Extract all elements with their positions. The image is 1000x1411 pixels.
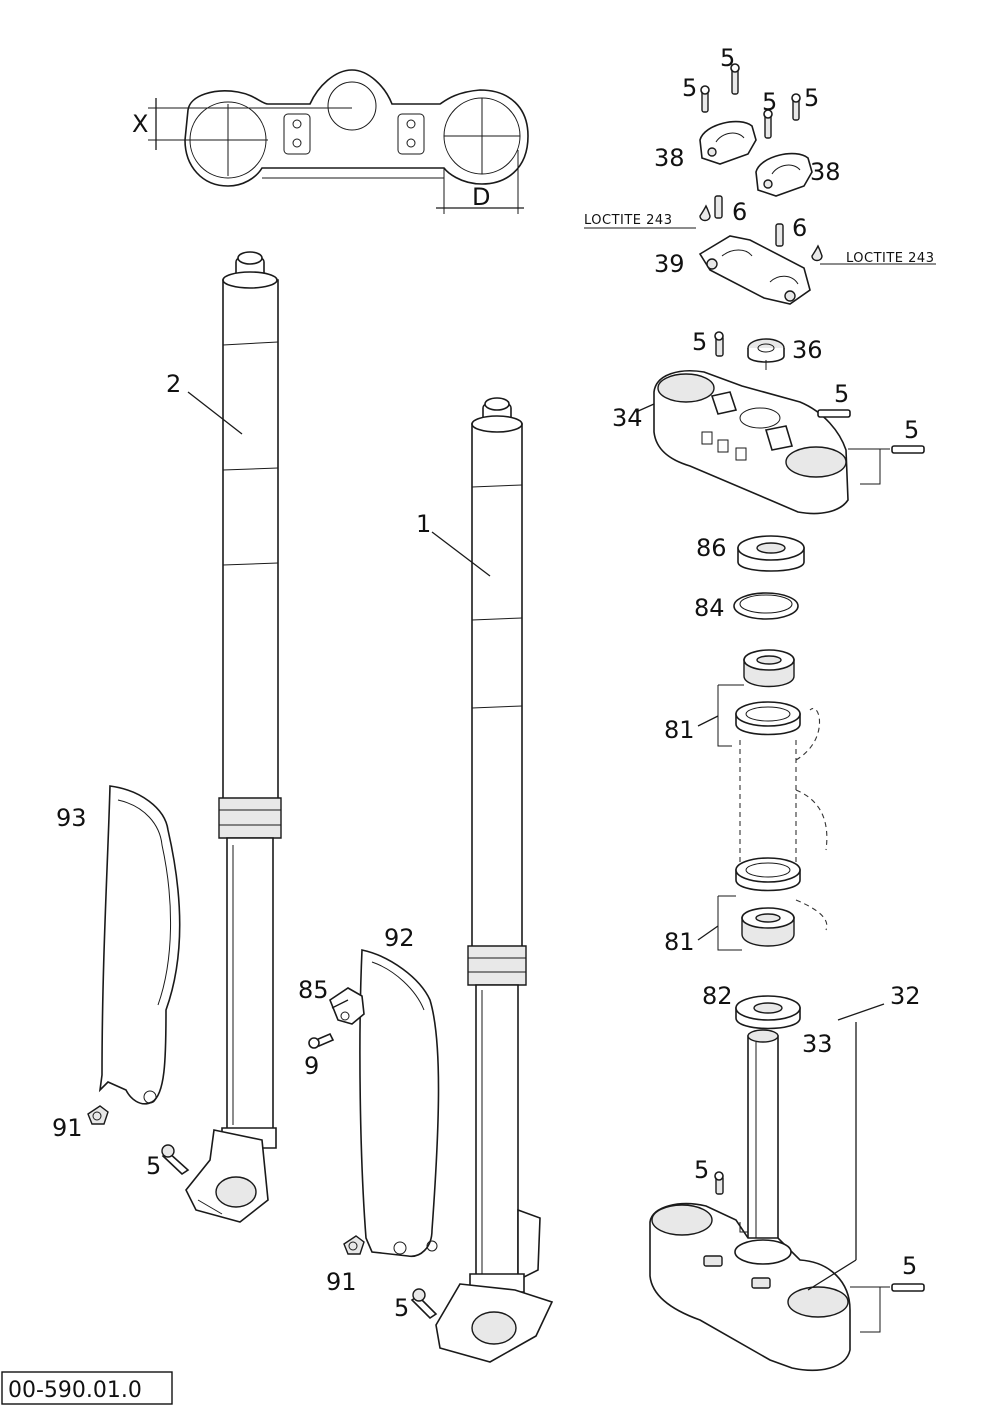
triple-clamp-dimension-detail: X D bbox=[132, 69, 529, 214]
seal-ring-82 bbox=[735, 995, 801, 1030]
callout-82: 82 bbox=[702, 982, 733, 1010]
callout-5-upper-clamp-side: 5 bbox=[834, 380, 849, 408]
loctite-drops bbox=[699, 204, 823, 262]
callout-1: 1 bbox=[416, 510, 431, 538]
top-nut-36 bbox=[747, 338, 785, 370]
fork-guard-92 bbox=[359, 949, 440, 1257]
callout-84: 84 bbox=[694, 594, 725, 622]
fork-leg-2 bbox=[185, 251, 282, 1223]
callout-38-left: 38 bbox=[654, 144, 685, 172]
o-ring-84 bbox=[733, 592, 799, 620]
handlebar-clamp-top-38-right bbox=[755, 152, 813, 197]
handlebar-clamp-screws-5 bbox=[700, 63, 801, 139]
callout-81-upper: 81 bbox=[664, 716, 695, 744]
handlebar-clamp-top-38-left bbox=[699, 120, 757, 165]
callout-91-right: 91 bbox=[326, 1268, 357, 1296]
dust-seal-86 bbox=[737, 535, 805, 572]
lower-triple-clamp-32 bbox=[649, 1022, 925, 1372]
leader-lines bbox=[187, 391, 885, 1291]
callout-5-left-fork: 5 bbox=[146, 1152, 161, 1180]
callout-2: 2 bbox=[166, 370, 181, 398]
callout-5-upper-clamp-pinch: 5 bbox=[904, 416, 919, 444]
callout-5-clamp-top: 5 bbox=[720, 44, 735, 72]
bolt-91-right bbox=[343, 1235, 365, 1255]
callout-38-right: 38 bbox=[810, 158, 841, 186]
callout-39: 39 bbox=[654, 250, 685, 278]
dimension-x-label: X bbox=[132, 110, 148, 138]
callout-34: 34 bbox=[612, 404, 643, 432]
callout-5-clamp-mid: 5 bbox=[762, 88, 777, 116]
callout-6-right: 6 bbox=[792, 214, 807, 242]
callout-9: 9 bbox=[304, 1052, 319, 1080]
callout-5-clamp-left: 5 bbox=[682, 74, 697, 102]
callout-33: 33 bbox=[802, 1030, 833, 1058]
lower-bearing-81 bbox=[717, 857, 801, 951]
handlebar-clamp-bottom-39 bbox=[698, 235, 811, 305]
note-loctite-right: LOCTITE 243 bbox=[846, 251, 934, 266]
callout-81-lower: 81 bbox=[664, 928, 695, 956]
callout-5-upper-clamp-top: 5 bbox=[692, 328, 707, 356]
upper-triple-clamp-34 bbox=[653, 331, 925, 515]
callout-32: 32 bbox=[890, 982, 921, 1010]
callout-labels: 2 1 93 92 85 9 91 5 91 5 5 5 5 5 38 38 L… bbox=[52, 44, 934, 1322]
callout-91-left: 91 bbox=[52, 1114, 83, 1142]
drawing-number-box: 00-590.01.0 bbox=[1, 1371, 173, 1405]
callout-5-clamp-right: 5 bbox=[804, 84, 819, 112]
bolt-91-left bbox=[87, 1105, 109, 1125]
bolt-5-right bbox=[410, 1288, 438, 1320]
fork-leg-1 bbox=[435, 397, 554, 1363]
callout-5-lower-clamp-top: 5 bbox=[694, 1156, 709, 1184]
callout-86: 86 bbox=[696, 534, 727, 562]
note-loctite-left: LOCTITE 243 bbox=[584, 213, 672, 228]
callout-6-left: 6 bbox=[732, 198, 747, 226]
bolt-5-left bbox=[161, 1144, 190, 1176]
guard-bracket-85 bbox=[329, 987, 365, 1025]
clamp-screws-6 bbox=[714, 195, 784, 247]
screw-9 bbox=[308, 1032, 335, 1049]
fork-guard-93 bbox=[98, 785, 181, 1105]
drawing-number: 00-590.01.0 bbox=[8, 1378, 142, 1403]
dimension-d-label: D bbox=[472, 183, 490, 211]
callout-5-lower-clamp-pinch: 5 bbox=[902, 1252, 917, 1280]
callout-92: 92 bbox=[384, 924, 415, 952]
callout-5-right-fork: 5 bbox=[394, 1294, 409, 1322]
steering-head-hidden-outline bbox=[739, 707, 828, 931]
callout-36: 36 bbox=[792, 336, 823, 364]
callout-85: 85 bbox=[298, 976, 329, 1004]
callout-93: 93 bbox=[56, 804, 87, 832]
upper-bearing-81 bbox=[717, 649, 801, 747]
